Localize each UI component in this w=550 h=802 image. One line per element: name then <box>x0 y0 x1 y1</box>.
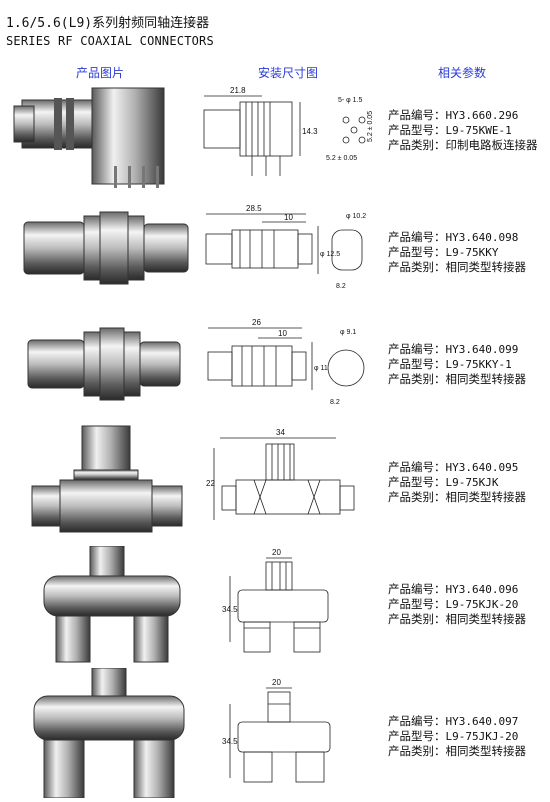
product-row-5: 20 34.5 产品编号：HY3.640.096 产品型号：L9-75KJK-2… <box>0 545 550 666</box>
svg-text:34.5: 34.5 <box>222 737 238 746</box>
svg-text:5.2 ± 0.05: 5.2 ± 0.05 <box>367 111 374 142</box>
column-header-drawing: 安装尺寸图 <box>258 66 319 80</box>
svg-text:10: 10 <box>284 213 293 222</box>
svg-text:φ 9.1: φ 9.1 <box>340 329 356 336</box>
svg-text:8.2: 8.2 <box>330 399 340 406</box>
svg-text:10: 10 <box>278 329 287 338</box>
dimension-drawing: 20 34.5 <box>196 668 386 788</box>
column-header-photo: 产品图片 <box>76 66 125 80</box>
page-title: 1.6/5.6(L9)系列射频同轴连接器 <box>6 16 210 31</box>
product-info: 产品编号：HY3.640.095 产品型号：L9-75KJK 产品类别：相同类型… <box>388 460 526 504</box>
product-row-4: 34 22 产品编号：HY3.640.095 产品型号：L9-75KJK 产品类… <box>0 424 550 544</box>
svg-text:φ 11: φ 11 <box>314 365 328 372</box>
product-info: 产品编号：HY3.660.296 产品型号：L9-75KWE-1 产品类别：印制… <box>388 108 538 152</box>
svg-text:8.2: 8.2 <box>336 283 346 290</box>
product-info: 产品编号：HY3.640.096 产品型号：L9-75KJK-20 产品类别：相… <box>388 582 526 626</box>
svg-text:34: 34 <box>276 428 285 437</box>
product-photo <box>4 667 194 799</box>
dimension-drawing: 20 34.5 <box>196 546 386 666</box>
product-info: 产品编号：HY3.640.099 产品型号：L9-75KKY-1 产品类别：相同… <box>388 342 526 386</box>
svg-text:14.3: 14.3 <box>302 127 318 136</box>
svg-text:21.8: 21.8 <box>230 86 246 95</box>
svg-text:20: 20 <box>272 548 281 557</box>
dimension-drawing: 28.5 10 φ 12.5 φ 10.2 8.2 <box>196 200 386 320</box>
product-row-6: 20 34.5 产品编号：HY3.640.097 产品型号：L9-75JKJ-2… <box>0 667 550 799</box>
dimension-drawing: 34 22 <box>196 424 386 544</box>
column-header-specs: 相关参数 <box>438 66 487 80</box>
product-row-1: 21.8 14.3 5- φ 1.5 5.2 ± 0.05 5.2 ± 0.05… <box>0 80 550 200</box>
svg-text:5.2 ± 0.05: 5.2 ± 0.05 <box>326 155 357 162</box>
page-subtitle: SERIES RF COAXIAL CONNECTORS <box>6 34 214 48</box>
product-info: 产品编号：HY3.640.098 产品型号：L9-75KKY 产品类别：相同类型… <box>388 230 526 274</box>
product-row-2: 28.5 10 φ 12.5 φ 10.2 8.2 产品编号：HY3.640.0… <box>0 200 550 320</box>
product-photo <box>4 424 194 544</box>
product-photo <box>4 200 194 320</box>
dimension-drawing: 26 10 φ 11 φ 9.1 8.2 <box>196 318 386 438</box>
svg-text:28.5: 28.5 <box>246 204 262 213</box>
product-info: 产品编号：HY3.640.097 产品型号：L9-75JKJ-20 产品类别：相… <box>388 714 526 758</box>
svg-text:26: 26 <box>252 318 261 327</box>
product-row-3: 26 10 φ 11 φ 9.1 8.2 产品编号：HY3.640.099 产品… <box>0 318 550 438</box>
product-photo <box>4 545 194 666</box>
svg-text:φ 10.2: φ 10.2 <box>346 213 366 220</box>
product-photo <box>4 318 194 438</box>
svg-text:22: 22 <box>206 479 215 488</box>
svg-text:5- φ 1.5: 5- φ 1.5 <box>338 97 362 104</box>
dimension-drawing: 21.8 14.3 5- φ 1.5 5.2 ± 0.05 5.2 ± 0.05 <box>196 80 386 200</box>
svg-text:20: 20 <box>272 678 281 687</box>
product-photo <box>4 80 194 200</box>
svg-text:34.5: 34.5 <box>222 605 238 614</box>
svg-text:φ 12.5: φ 12.5 <box>320 251 340 258</box>
